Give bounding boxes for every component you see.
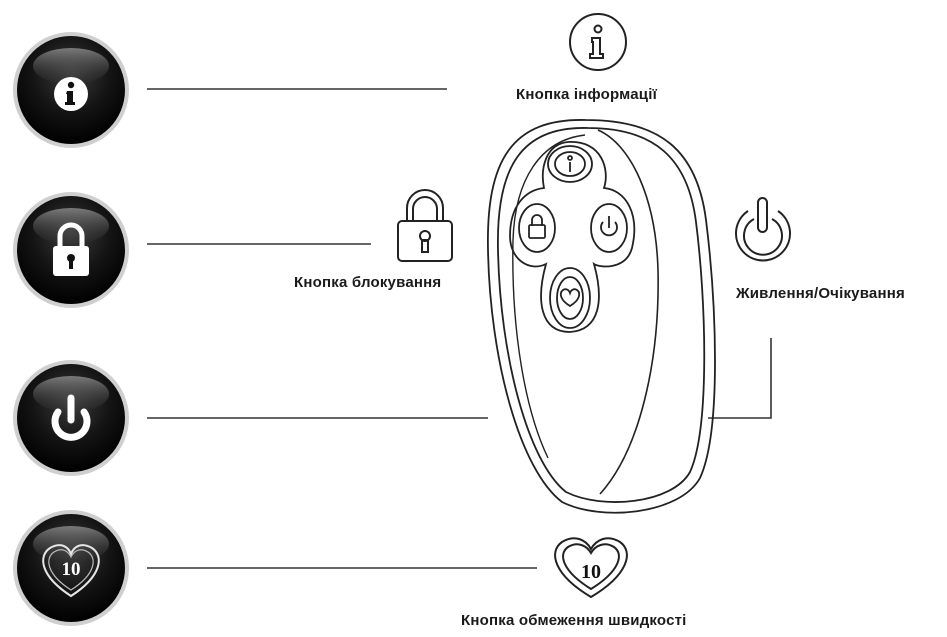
lock-button-icon — [13, 192, 129, 308]
power-standby-label: Живлення/Очікування — [736, 285, 905, 302]
padlock-outline-icon — [397, 189, 453, 262]
speed-limit-number-button: 10 — [62, 559, 81, 580]
info-button-label: Кнопка інформації — [516, 86, 657, 103]
remote-button-cluster — [509, 141, 636, 333]
lock-button-label: Кнопка блокування — [294, 274, 442, 291]
info-outline-icon — [569, 13, 627, 71]
speed-limit-number-outline: 10 — [581, 561, 601, 583]
info-button-icon — [13, 32, 129, 148]
power-button-icon — [13, 360, 129, 476]
remote-control-body — [487, 119, 716, 514]
heart-10-outline-icon — [554, 537, 628, 599]
power-outline-icon — [735, 197, 791, 262]
speed-limit-button-icon — [13, 510, 129, 626]
speed-limit-button-label: Кнопка обмеження швидкості — [461, 612, 687, 629]
connector-lines — [147, 88, 772, 569]
